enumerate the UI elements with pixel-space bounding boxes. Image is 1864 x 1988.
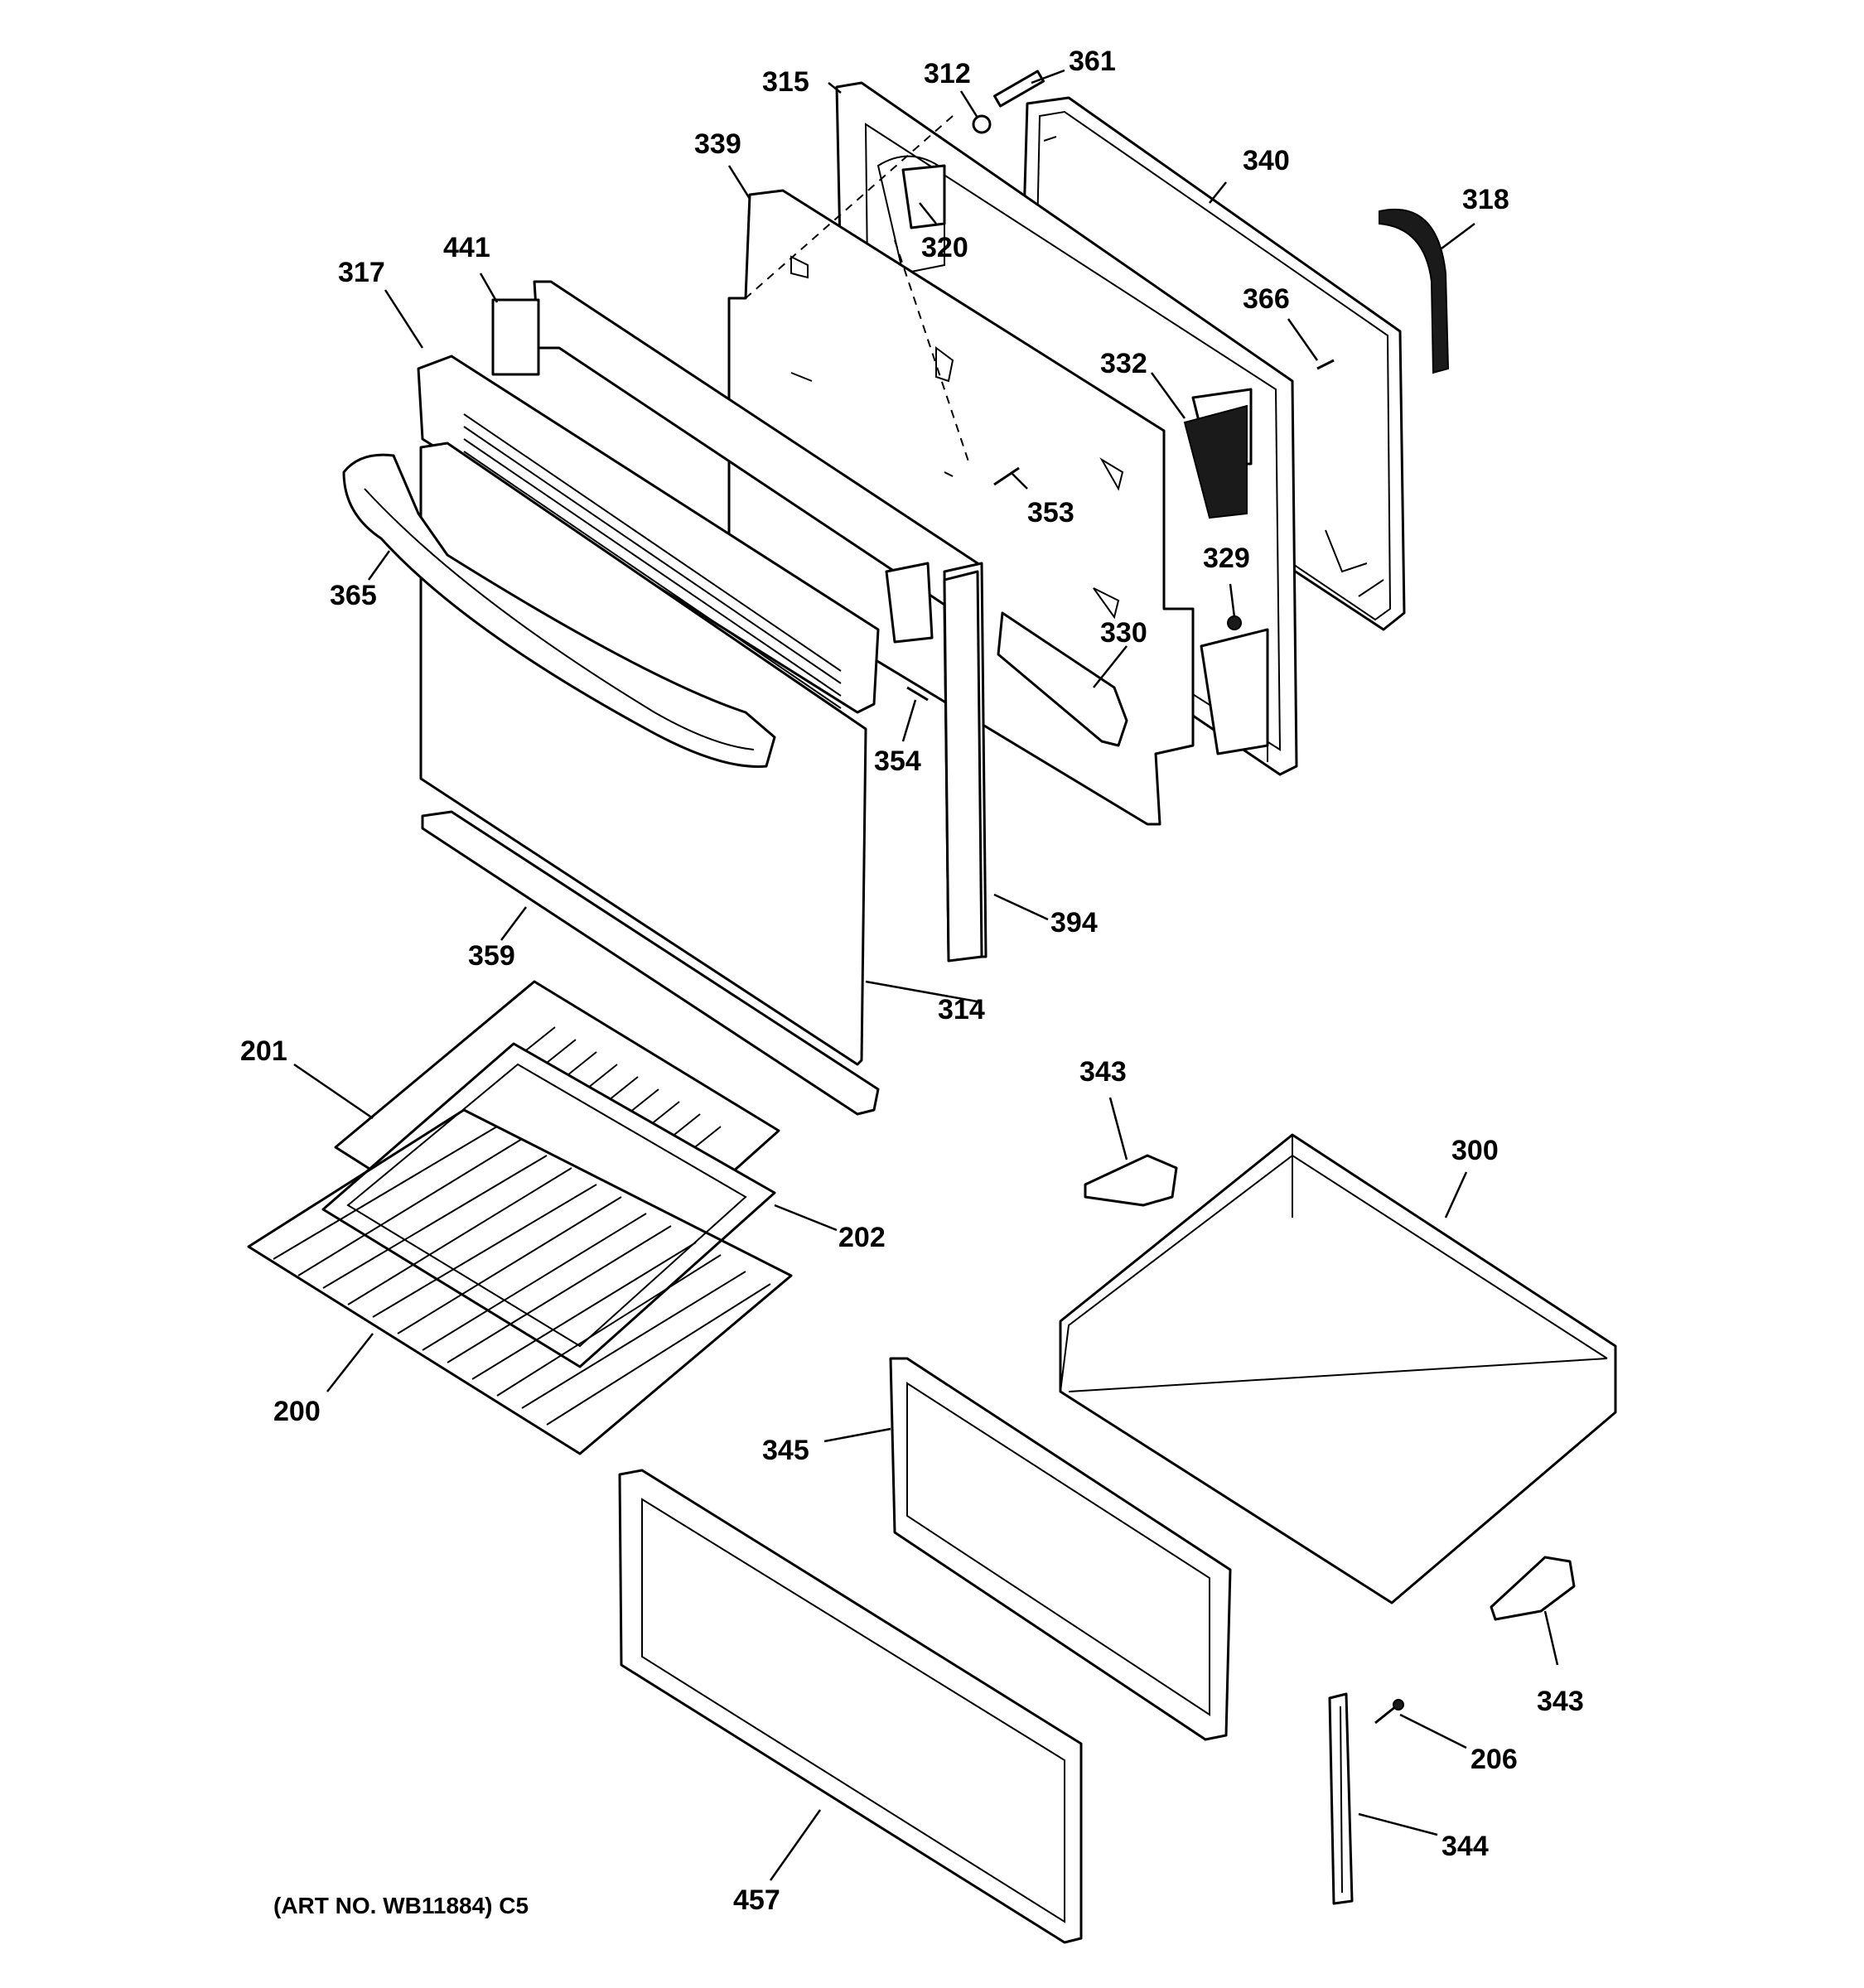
- callout-345: 345: [762, 1435, 809, 1466]
- callout-339: 339: [694, 128, 741, 160]
- callout-330: 330: [1100, 617, 1147, 649]
- drawer-slide-343-bottom: [1490, 1556, 1576, 1621]
- callout-201: 201: [240, 1035, 287, 1067]
- callout-353: 353: [1027, 497, 1074, 528]
- art-number: (ART NO. WB11884) C5: [273, 1893, 529, 1918]
- callout-359: 359: [468, 940, 515, 972]
- drawer-front-457: [618, 1469, 1083, 1944]
- callout-366: 366: [1243, 283, 1290, 315]
- storage-drawer-300: [1059, 1133, 1617, 1604]
- drawer-slide-343-top: [1084, 1154, 1178, 1207]
- callout-314: 314: [938, 994, 985, 1025]
- side-slide-344: [1328, 1692, 1354, 1905]
- callout-343-top: 343: [1079, 1056, 1127, 1088]
- callout-340: 340: [1243, 145, 1290, 176]
- callout-318: 318: [1462, 184, 1509, 215]
- callout-312: 312: [924, 58, 971, 89]
- leader-lines: [293, 69, 1559, 1881]
- callout-labels: 312 361 315 339 340 318 320 441 317 366 …: [240, 46, 1584, 1918]
- side-trim-394: [943, 570, 983, 963]
- callout-300: 300: [1451, 1135, 1499, 1166]
- oven-rack-200: [247, 1108, 793, 1455]
- drawer-panel-345: [889, 1357, 1232, 1741]
- vent-trim-317: [417, 355, 880, 714]
- bottom-trim-359: [421, 810, 880, 1116]
- callout-202: 202: [838, 1222, 886, 1253]
- callout-361: 361: [1069, 46, 1116, 77]
- callout-332: 332: [1100, 348, 1147, 379]
- screws-and-brackets: [901, 70, 1335, 702]
- door-handle-365: [342, 453, 776, 768]
- callout-206: 206: [1470, 1744, 1518, 1775]
- glass-strip-330: [997, 611, 1128, 747]
- callout-365: 365: [330, 580, 377, 611]
- callout-441: 441: [443, 232, 490, 263]
- callout-344: 344: [1441, 1831, 1489, 1862]
- callout-457: 457: [733, 1884, 780, 1916]
- gasket-318: [1379, 208, 1450, 374]
- door-glass-314: [419, 442, 867, 1066]
- callout-315: 315: [762, 66, 809, 98]
- callout-200: 200: [273, 1396, 321, 1427]
- screw-206: [1374, 1699, 1404, 1725]
- callout-394: 394: [1050, 907, 1098, 939]
- callout-343-bottom: 343: [1537, 1686, 1584, 1717]
- callout-317: 317: [338, 257, 385, 288]
- callout-354: 354: [874, 746, 921, 777]
- callout-329: 329: [1203, 543, 1250, 574]
- callout-320: 320: [921, 232, 968, 263]
